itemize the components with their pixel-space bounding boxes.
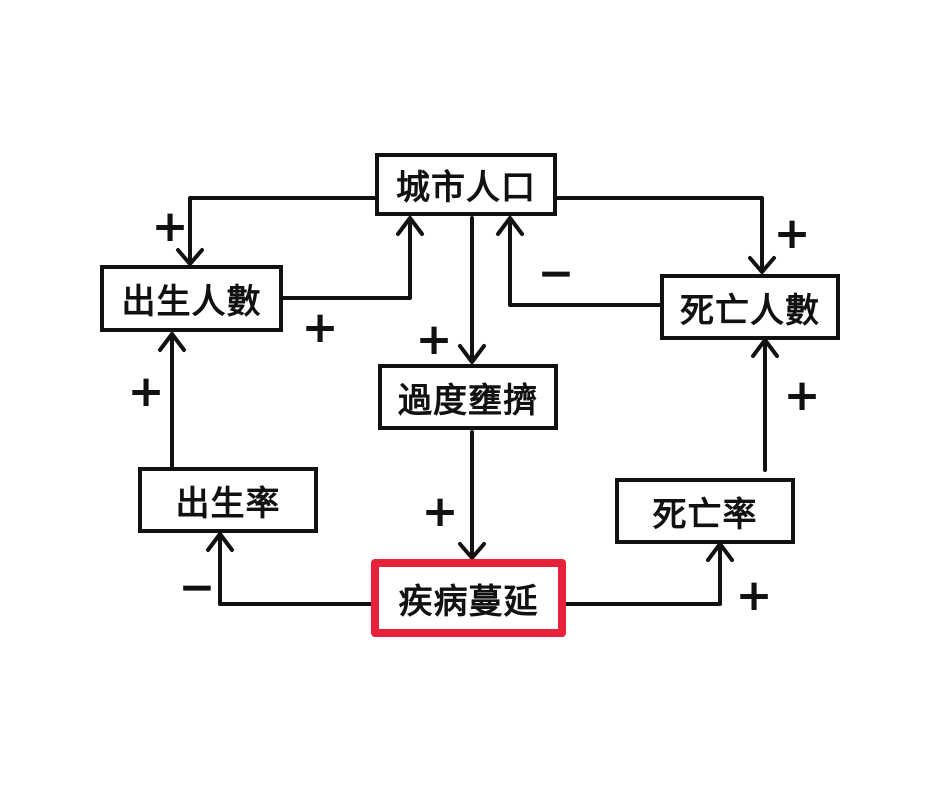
- node-death-rate: 死亡率: [615, 478, 795, 544]
- arrowhead-births-to-population: [396, 216, 424, 236]
- arrow-disease-to-death-rate: [563, 544, 722, 606]
- node-births: 出生人數: [100, 265, 283, 332]
- arrowhead-overcrowding-to-disease: [458, 542, 486, 560]
- arrowhead-population-to-births: [176, 248, 204, 266]
- arrowhead-disease-to-birth-rate: [206, 532, 234, 552]
- sign-disease-to-birth-rate: −: [178, 562, 216, 613]
- arrow-population-to-deaths: [555, 196, 764, 272]
- sign-population-to-births: +: [151, 201, 189, 252]
- arrow-deaths-to-population: [508, 218, 662, 307]
- arrowhead-population-to-deaths: [748, 256, 776, 274]
- node-overcrowding: 過度壅擠: [378, 364, 558, 430]
- arrowhead-population-to-overcrowding: [458, 344, 486, 364]
- sign-birth-rate-to-births: +: [127, 366, 165, 417]
- arrow-population-to-births: [188, 196, 377, 264]
- arrowhead-disease-to-death-rate: [706, 542, 734, 562]
- sign-births-to-population: +: [301, 302, 339, 353]
- sign-overcrowding-to-disease: +: [421, 486, 459, 537]
- node-birth-rate: 出生率: [138, 467, 318, 533]
- node-deaths: 死亡人數: [660, 274, 840, 340]
- sign-population-to-overcrowding: +: [415, 314, 453, 365]
- arrowhead-death-rate-to-deaths: [751, 338, 779, 358]
- sign-deaths-to-population: −: [537, 248, 575, 299]
- arrow-births-to-population: [281, 218, 412, 300]
- arrowhead-deaths-to-population: [496, 216, 524, 236]
- node-disease-spread: 疾病蔓延: [372, 560, 565, 636]
- arrowhead-birth-rate-to-births: [158, 332, 186, 352]
- node-city-population: 城市人口: [375, 153, 557, 216]
- arrow-disease-to-birth-rate: [218, 534, 374, 606]
- sign-population-to-deaths: +: [773, 208, 811, 259]
- sign-death-rate-to-deaths: +: [783, 370, 821, 421]
- sign-disease-to-death-rate: +: [735, 570, 773, 621]
